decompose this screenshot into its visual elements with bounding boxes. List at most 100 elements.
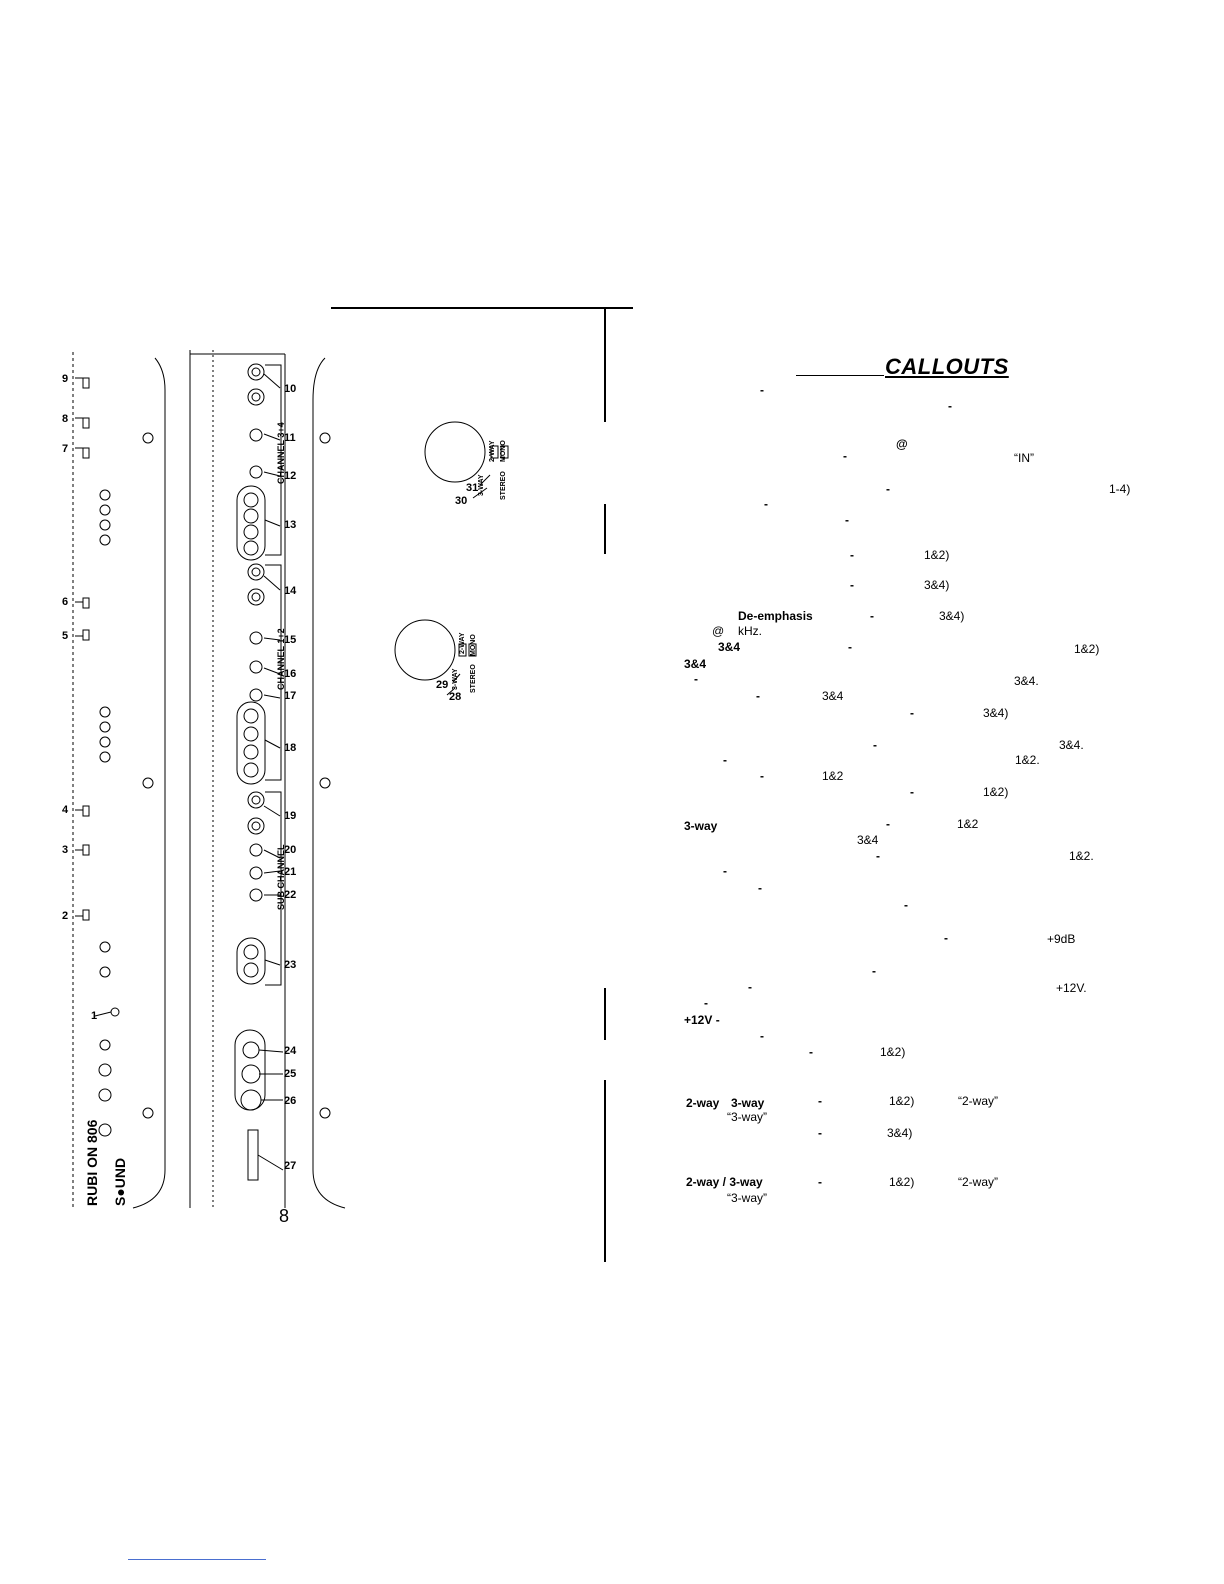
- callout-27: 27: [284, 1160, 297, 1172]
- callout-3: 3: [62, 844, 69, 856]
- text-fragment: 3-way: [731, 1096, 765, 1110]
- text-fragment: 3&4): [887, 1126, 913, 1140]
- channel-1-2-label: CHANNEL 1+2: [276, 628, 286, 690]
- callout-13: 13: [284, 519, 297, 531]
- text-fragment: 1&2): [889, 1094, 915, 1108]
- callout-25: 25: [284, 1068, 297, 1080]
- footer-blue-rule: [128, 1559, 266, 1560]
- text-fragment: +12V -: [684, 1013, 720, 1027]
- text-fragment: 2-way: [686, 1096, 720, 1110]
- text-fragment: -: [760, 769, 764, 783]
- callout-21: 21: [284, 866, 297, 878]
- callout-9: 9: [62, 373, 69, 385]
- switch-label-mono-top: MONO: [500, 440, 507, 462]
- callout-11: 11: [284, 432, 296, 444]
- text-fragment: -: [886, 817, 890, 831]
- text-fragment: -: [818, 1175, 822, 1189]
- text-fragment: -: [944, 931, 948, 945]
- text-fragment: -: [764, 497, 768, 511]
- text-fragment: -: [873, 738, 877, 752]
- sub-channel-label: SUB CHANNEL: [276, 844, 286, 910]
- text-fragment: 3&4): [983, 706, 1009, 720]
- amplifier-panel-diagram: [72, 350, 509, 1209]
- text-fragment: 3&4): [939, 609, 965, 623]
- callout-6: 6: [62, 596, 69, 608]
- text-fragment: “3-way”: [727, 1110, 768, 1124]
- switch-label-3way-top: 3-WAY: [478, 474, 485, 496]
- text-fragment: -: [694, 672, 698, 686]
- text-fragment: -: [818, 1094, 822, 1108]
- text-fragment: 3&4): [924, 578, 950, 592]
- page-title: CALLOUTS: [885, 354, 1009, 379]
- text-fragment: “2-way”: [958, 1094, 999, 1108]
- callout-26: 26: [284, 1095, 297, 1107]
- text-fragment: -: [850, 578, 854, 592]
- text-fragment: -: [760, 1029, 764, 1043]
- switch-label-2way-top: 2-WAY: [489, 440, 496, 462]
- callout-10: 10: [284, 383, 297, 395]
- callout-15: 15: [284, 634, 297, 646]
- text-fragment: -: [704, 996, 708, 1010]
- text-fragment: 3&4.: [1059, 738, 1084, 752]
- text-fragment: 2-way / 3-way: [686, 1175, 763, 1189]
- callout-14: 14: [284, 585, 297, 597]
- callout-18: 18: [284, 742, 297, 754]
- title-underline-left: [796, 375, 884, 376]
- channel-3-4-label: CHANNEL 3+4: [276, 422, 286, 484]
- callout-29: 29: [436, 679, 449, 691]
- text-fragment: 1&2): [983, 785, 1009, 799]
- text-fragment: 1&2): [1074, 642, 1100, 656]
- callout-22: 22: [284, 889, 297, 901]
- callout-7: 7: [62, 443, 69, 455]
- callout-16: 16: [284, 668, 297, 680]
- text-fragment: -: [876, 849, 880, 863]
- text-fragment: -: [845, 513, 849, 527]
- text-fragment: 1&2.: [1015, 753, 1040, 767]
- text-fragment: 1-4): [1109, 482, 1131, 496]
- brand-model: RUBI ON 806: [84, 1119, 100, 1206]
- text-fragment: 3&4: [857, 833, 879, 847]
- switch-label-stereo-top: STEREO: [500, 471, 507, 500]
- top-rule: [331, 307, 633, 309]
- callout-24: 24: [284, 1045, 297, 1057]
- text-fragment: 1&2): [880, 1045, 906, 1059]
- text-fragment: -: [870, 609, 874, 623]
- switch-label-2way-bottom: 2-WAY: [459, 632, 466, 654]
- text-fragment: -: [948, 399, 952, 413]
- text-fragment: -: [872, 964, 876, 978]
- text-fragment: -: [904, 898, 908, 912]
- switch-label-3way-bottom: 3-WAY: [452, 668, 459, 690]
- callout-5: 5: [62, 630, 69, 642]
- text-fragment: kHz.: [738, 624, 762, 638]
- text-fragment: 3&4: [718, 640, 741, 654]
- text-fragment: -: [843, 449, 847, 463]
- text-fragment: +12V.: [1056, 981, 1087, 995]
- text-fragment: +9dB: [1047, 932, 1076, 946]
- callout-20: 20: [284, 844, 297, 856]
- text-fragment: 1&2): [924, 548, 950, 562]
- text-fragment: -: [756, 689, 760, 703]
- text-fragment: -: [848, 640, 852, 654]
- page-number: 8: [279, 1206, 290, 1226]
- text-fragment: -: [850, 548, 854, 562]
- callout-1: 1: [91, 1010, 98, 1022]
- text-fragment: -: [910, 706, 914, 720]
- text-fragment: 3&4: [684, 657, 707, 671]
- text-fragment: 3&4.: [1014, 674, 1039, 688]
- text-fragment: “2-way”: [958, 1175, 999, 1189]
- text-fragment: -: [886, 482, 890, 496]
- callout-31: 31: [466, 482, 479, 494]
- callout-2: 2: [62, 910, 69, 922]
- center-rule-bottom: [604, 1080, 606, 1262]
- callout-28: 28: [449, 691, 462, 703]
- text-fragment: De-emphasis: [738, 609, 813, 623]
- center-rule-mid: [604, 504, 606, 554]
- callout-4: 4: [62, 804, 69, 816]
- text-fragment: 3-way: [684, 819, 718, 833]
- brand-name: S●UND: [112, 1157, 128, 1206]
- center-rule-lower: [604, 988, 606, 1040]
- text-fragment: -: [818, 1126, 822, 1140]
- text-fragment: -: [760, 383, 764, 397]
- text-fragment: 1&2: [822, 769, 844, 783]
- callout-19: 19: [284, 810, 297, 822]
